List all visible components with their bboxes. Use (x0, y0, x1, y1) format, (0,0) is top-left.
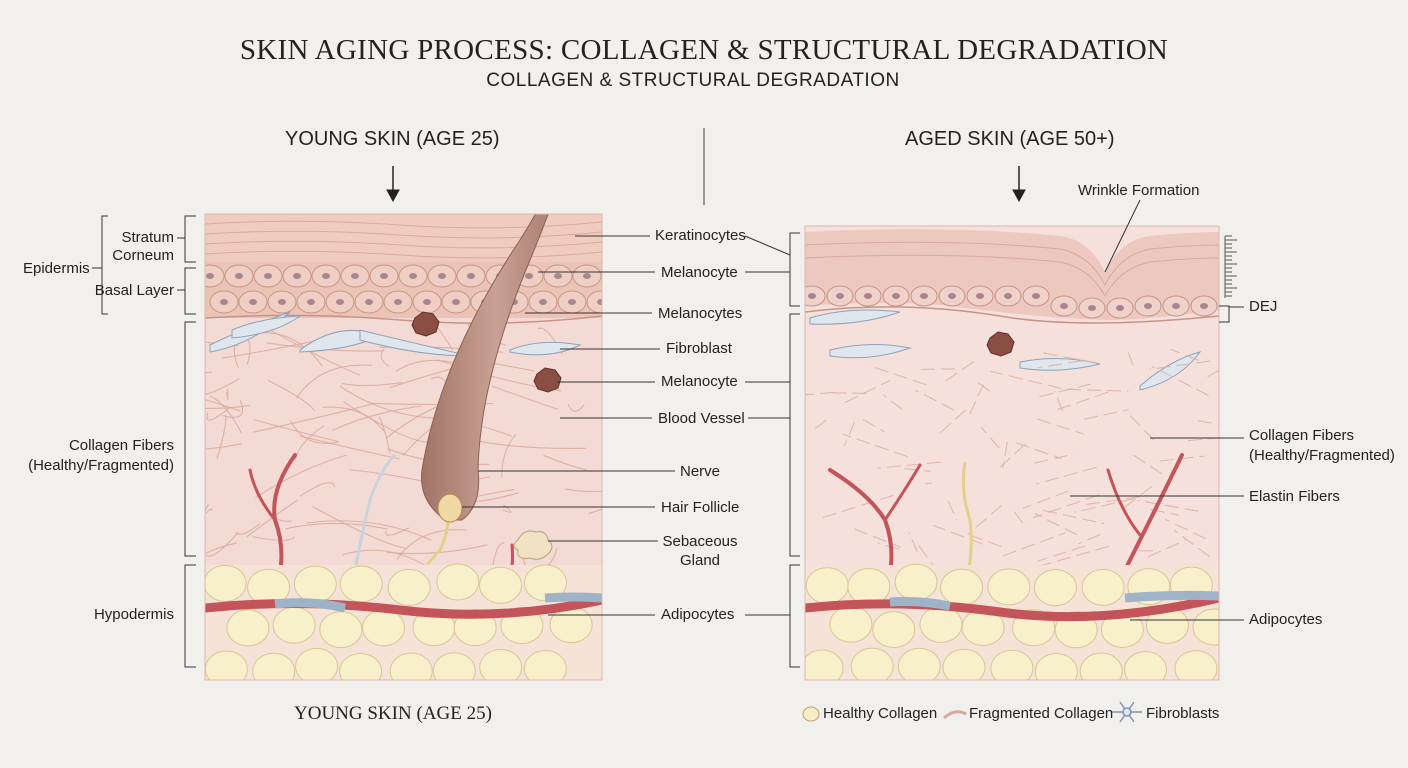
melanocyte-cells (411, 311, 562, 393)
label-keratinocytes: Keratinocytes (655, 227, 746, 244)
sebaceous-gland (513, 530, 553, 560)
label-wrinkle-formation: Wrinkle Formation (1078, 182, 1200, 199)
label-blood-vessel: Blood Vessel (658, 410, 745, 427)
aged-adipocyte-cells (805, 563, 1219, 680)
label-basal-layer: Basal Layer (94, 282, 174, 299)
label-epidermis: Epidermis (23, 260, 90, 277)
aged-keratinocyte-cells (805, 285, 1218, 319)
page-subtitle: COLLAGEN & STRUCTURAL DEGRADATION (486, 70, 900, 91)
legend-swatches (802, 701, 1142, 723)
scale-ruler (1224, 235, 1237, 298)
vein (274, 598, 347, 613)
aged-arrow (1012, 166, 1026, 203)
healthy-collagen-swatch (802, 706, 820, 722)
legend-fibroblasts: Fibroblasts (1146, 705, 1220, 722)
label-fibroblast: Fibroblast (666, 340, 732, 357)
label-collagen-fibers-left: Collagen Fibers (68, 437, 174, 454)
label-adipocytes-middle: Adipocytes (661, 606, 735, 623)
adipocyte-cells (205, 563, 593, 680)
label-corneum: Corneum (112, 247, 174, 264)
label-collagen-healthy-left: (Healthy/Fragmented) (28, 457, 174, 474)
label-nerve: Nerve (680, 463, 721, 480)
young-skin-block (205, 214, 602, 680)
label-sebaceous: Sebaceous (662, 533, 738, 550)
hair-follicle (420, 214, 549, 523)
legend-healthy-collagen: Healthy Collagen (823, 705, 938, 722)
young-caption: YOUNG SKIN (AGE 25) (294, 703, 492, 724)
fragmented-collagen-swatch (942, 710, 967, 720)
label-melanocyte-1: Melanocyte (661, 264, 738, 281)
aged-melanocyte (986, 331, 1015, 357)
page-title: SKIN AGING PROCESS: COLLAGEN & STRUCTURA… (239, 34, 1169, 66)
label-collagen-fibers-right: Collagen Fibers (1249, 427, 1355, 444)
fibroblasts-swatch (1112, 701, 1142, 723)
label-dej: DEJ (1249, 298, 1278, 315)
label-melanocyte-2: Melanocyte (661, 373, 738, 390)
label-collagen-healthy-right: (Healthy/Fragmented) (1249, 447, 1395, 464)
label-stratum: Stratum (121, 229, 174, 246)
label-gland: Gland (679, 552, 721, 569)
aged-skin-block (805, 226, 1219, 680)
aged-heading: AGED SKIN (AGE 50+) (905, 128, 1115, 150)
label-hair-follicle: Hair Follicle (661, 499, 740, 516)
leader-lines (92, 199, 1244, 668)
label-melanocytes: Melanocytes (658, 305, 743, 322)
label-adipocytes-right: Adipocytes (1249, 611, 1323, 628)
label-hypodermis: Hypodermis (93, 606, 174, 623)
fragmented-collagen-fibers (805, 348, 1219, 575)
label-elastin-fibers: Elastin Fibers (1249, 488, 1340, 505)
young-arrow (386, 166, 400, 203)
artery (205, 595, 602, 619)
legend-fragmented-collagen: Fragmented Collagen (969, 705, 1114, 722)
young-heading: YOUNG SKIN (AGE 25) (285, 128, 500, 150)
